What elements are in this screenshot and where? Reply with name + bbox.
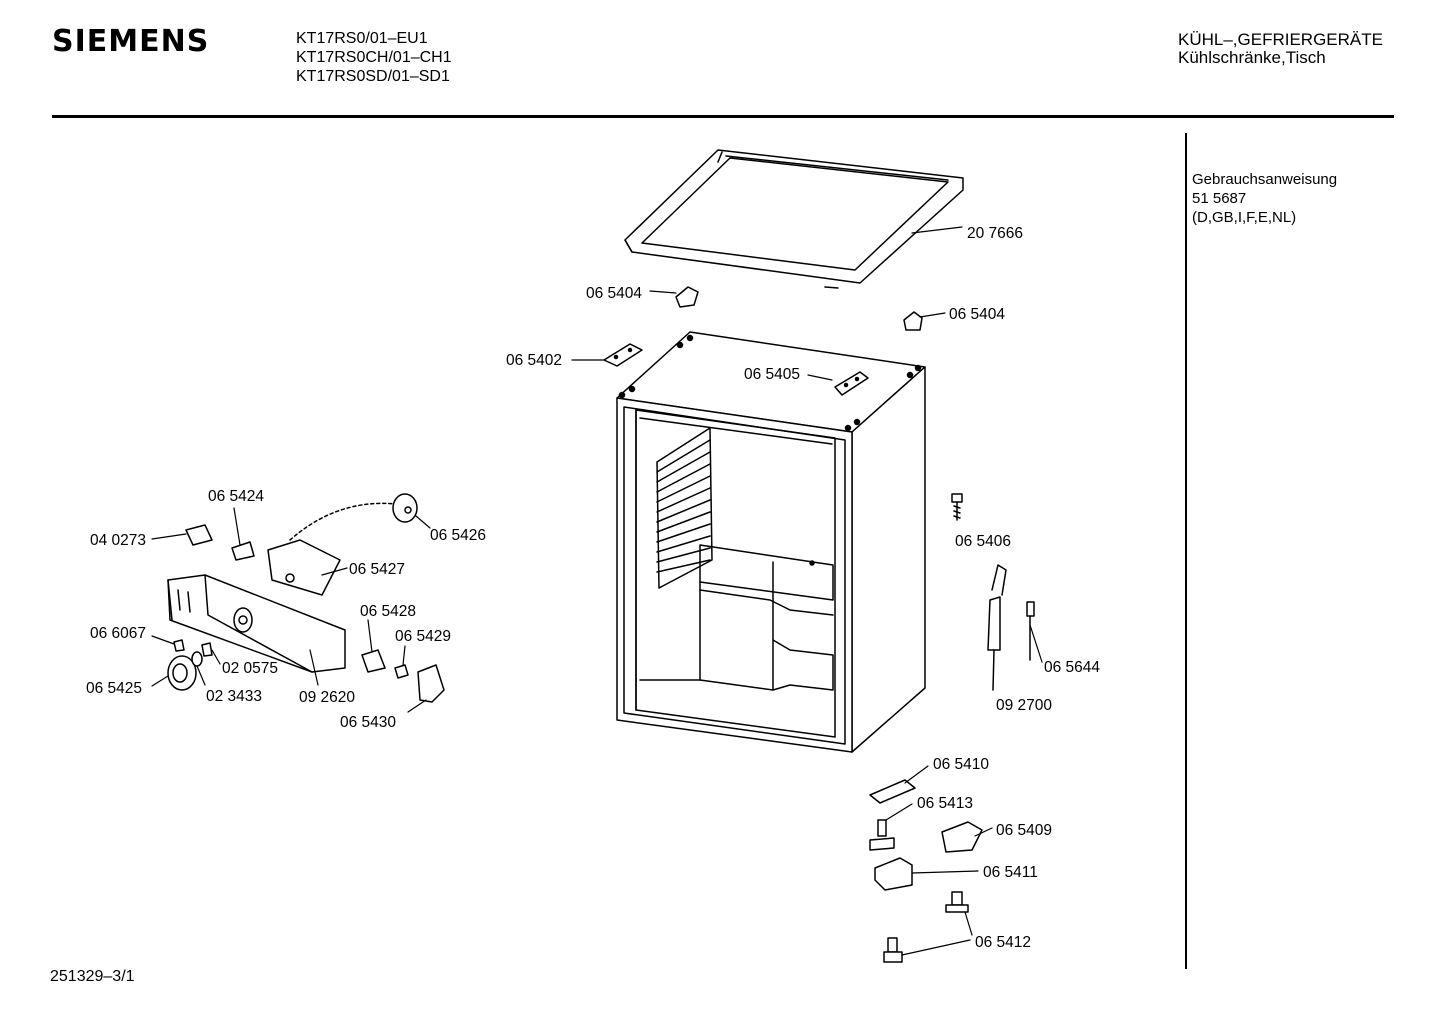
part-label-065411: 06 5411 — [983, 864, 1038, 881]
hinge-cap-right — [903, 311, 923, 331]
doc-title: Gebrauchsanweisung — [1192, 171, 1338, 188]
model-number: KT17RS0CH/01–CH1 — [296, 49, 452, 66]
bracket-065411 — [874, 857, 913, 891]
small-part-066067 — [173, 639, 185, 652]
model-number: KT17RS0/01–EU1 — [296, 30, 428, 47]
screw-065406 — [951, 493, 963, 521]
doc-languages: (D,GB,I,F,E,NL) — [1192, 209, 1297, 226]
bracket-065409 — [941, 821, 983, 853]
drawing-id: 251329–3/1 — [50, 968, 135, 985]
part-label-065409: 06 5409 — [996, 822, 1052, 839]
foot-065413 — [869, 819, 895, 851]
part-label-065402: 06 5402 — [506, 352, 562, 369]
bracket-065410 — [869, 779, 916, 804]
knob-065425 — [167, 655, 197, 691]
hinge-left — [603, 343, 643, 367]
category-subtitle: Kühlschränke,Tisch — [1178, 48, 1326, 67]
part-label-065644: 06 5644 — [1044, 659, 1100, 676]
category-title: KÜHL–,GEFRIERGERÄTE — [1178, 30, 1383, 49]
part-label-065406: 06 5406 — [955, 533, 1011, 550]
part-label-065404: 06 5404 — [586, 285, 642, 302]
part-label-065410: 06 5410 — [933, 756, 989, 773]
part-label-092620: 09 2620 — [299, 689, 355, 706]
sidebar-divider — [1185, 133, 1187, 969]
lamp-065424 — [231, 541, 255, 561]
part-label-065427: 06 5427 — [349, 561, 405, 578]
thermostat-box — [267, 502, 406, 596]
top-lid — [624, 149, 964, 289]
part-label-065424: 06 5424 — [208, 488, 264, 505]
knob-065426 — [392, 493, 418, 523]
hinge-right — [834, 371, 869, 396]
product-category: KÜHL–,GEFRIERGERÄTE Kühlschränke,Tisch — [1178, 31, 1383, 67]
part-label-020575: 02 0575 — [222, 660, 278, 677]
model-list: KT17RS0/01–EU1 KT17RS0CH/01–CH1 KT17RS0S… — [296, 29, 452, 86]
part-label-023433: 02 3433 — [206, 688, 262, 705]
part-labels: 20 7666 06 5404 06 5404 06 5402 06 5405 … — [86, 225, 1100, 951]
part-label-207666: 20 7666 — [967, 225, 1023, 242]
model-number: KT17RS0SD/01–SD1 — [296, 68, 450, 85]
cabinet-body — [616, 331, 926, 753]
header-divider — [52, 115, 1394, 118]
part-label-065413: 06 5413 — [917, 795, 973, 812]
part-label-040273: 04 0273 — [90, 532, 146, 549]
clip-020575 — [201, 642, 213, 657]
sensor-cable-092700 — [987, 564, 1035, 691]
control-housing — [167, 574, 346, 673]
part-label-065430: 06 5430 — [340, 714, 396, 731]
doc-number: 51 5687 — [1192, 190, 1247, 207]
spring-065429 — [394, 664, 409, 679]
part-label-065426: 06 5426 — [430, 527, 486, 544]
ring-023433 — [191, 651, 203, 667]
leader-lines — [151, 226, 1043, 956]
bulb-040273 — [185, 524, 213, 546]
brand-logo: SIEMENS — [52, 24, 210, 59]
documentation-panel: Gebrauchsanweisung 51 5687 (D,GB,I,F,E,N… — [1192, 170, 1337, 227]
part-label-065429: 06 5429 — [395, 628, 451, 645]
part-label-066067: 06 6067 — [90, 625, 146, 642]
part-label-092700: 09 2700 — [996, 697, 1052, 714]
part-label-065428: 06 5428 — [360, 603, 416, 620]
part-label-065405: 06 5405 — [744, 366, 800, 383]
part-label-065404: 06 5404 — [949, 306, 1005, 323]
foot-065412-lower — [883, 937, 903, 963]
switch-065428 — [361, 649, 386, 673]
foot-065412-upper — [945, 891, 969, 913]
part-label-065412: 06 5412 — [975, 934, 1031, 951]
part-label-065425: 06 5425 — [86, 680, 142, 697]
hinge-cap-left — [675, 286, 699, 308]
switch-cover-065430 — [417, 664, 445, 703]
